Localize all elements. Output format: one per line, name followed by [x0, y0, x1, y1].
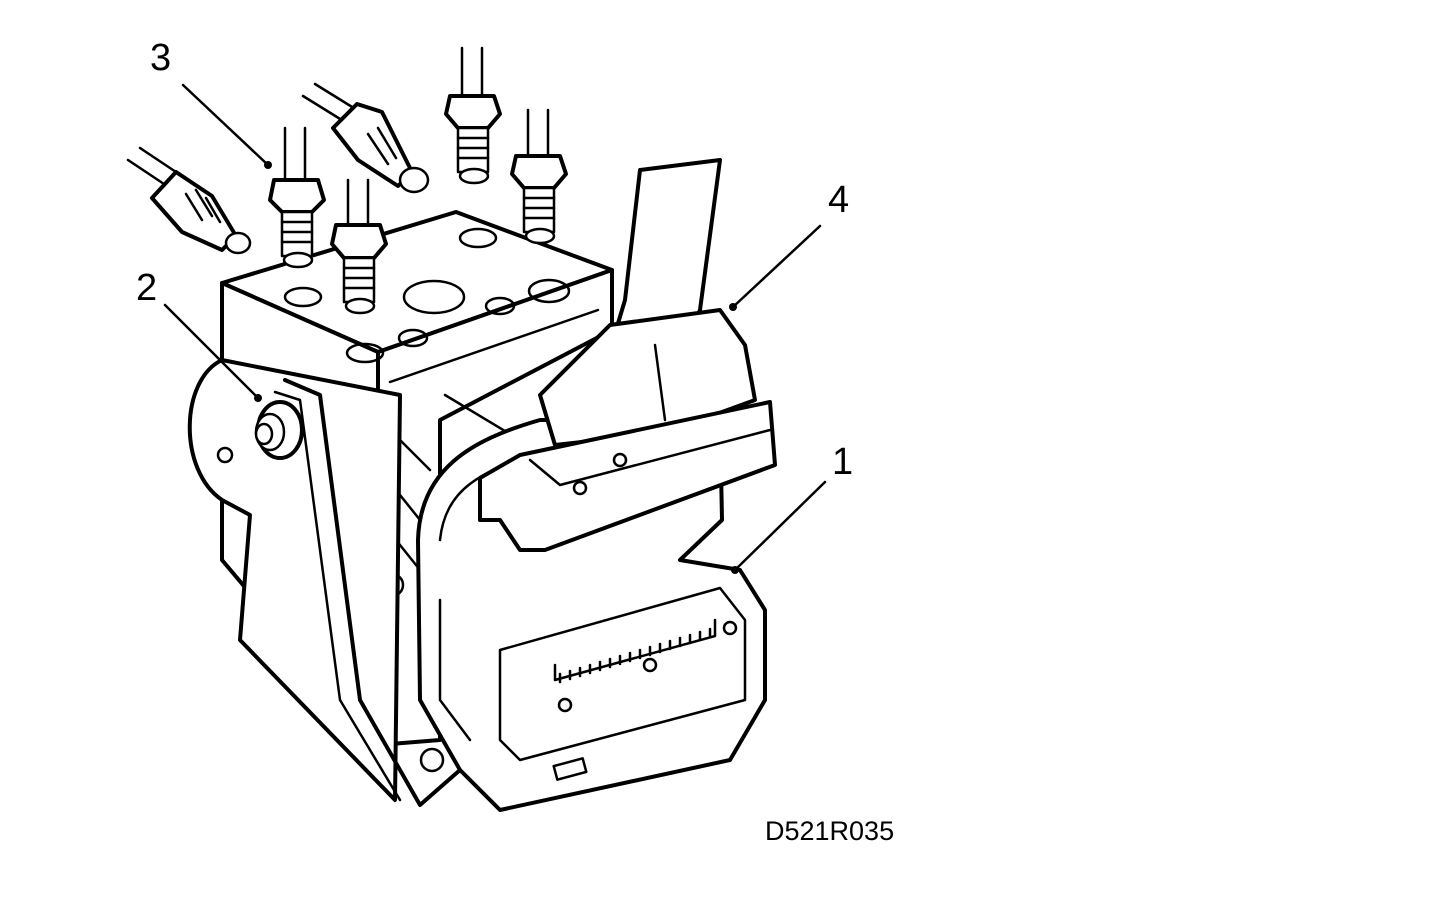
leader-line-4	[731, 224, 822, 309]
body-edge	[388, 308, 600, 384]
leader-lines	[163, 83, 827, 574]
brake-pipe-5	[444, 46, 502, 185]
pin-row	[558, 627, 712, 684]
socket-pins	[553, 618, 717, 682]
bracket-strap-inner	[273, 390, 402, 802]
callout-2: 2	[136, 267, 157, 309]
callout-3: 3	[150, 37, 171, 79]
figure-code: D521R035	[765, 816, 894, 846]
ground-nut	[254, 400, 304, 460]
brake-pipe-3	[301, 82, 430, 194]
brake-pipe-2	[268, 126, 326, 269]
bracket-hole	[216, 446, 234, 464]
port-hole	[484, 296, 516, 316]
port-hole	[458, 227, 498, 249]
port-hole	[527, 278, 571, 304]
socket-screw	[722, 620, 738, 636]
socket-screw	[557, 697, 573, 713]
leader-line-2	[163, 303, 260, 400]
leader-dot-1	[731, 566, 739, 574]
plug-screw	[612, 452, 628, 468]
leader-line-1	[733, 480, 827, 572]
plug-edge	[528, 428, 772, 487]
ecu-socket	[498, 586, 747, 762]
brake-pipe-1	[126, 146, 252, 255]
mounting-bracket	[187, 358, 462, 807]
leader-dot-4	[729, 303, 737, 311]
plug-screw	[572, 480, 588, 496]
hood-edge	[653, 343, 667, 422]
port-hole	[283, 286, 323, 308]
brake-pipe-6	[510, 108, 568, 245]
leader-dot-2	[254, 394, 262, 402]
socket-screw	[642, 657, 658, 673]
leader-line-3	[181, 83, 270, 167]
connector-plug	[478, 400, 777, 552]
leader-dot-3	[264, 161, 272, 169]
callout-4: 4	[828, 179, 849, 221]
ecu-contour	[438, 598, 472, 742]
socket-latch	[552, 757, 588, 781]
bracket-strap	[283, 378, 462, 807]
port-hole	[397, 328, 429, 348]
port-hole	[345, 342, 385, 364]
callout-1: 1	[832, 441, 853, 483]
brake-pipe-4	[330, 178, 388, 315]
port-hole-large	[402, 279, 466, 315]
bracket-plate	[187, 358, 402, 802]
brake-pipes	[126, 46, 568, 315]
stud-end	[254, 422, 274, 446]
mount-bolt	[419, 747, 445, 773]
harness-connector	[478, 158, 777, 552]
